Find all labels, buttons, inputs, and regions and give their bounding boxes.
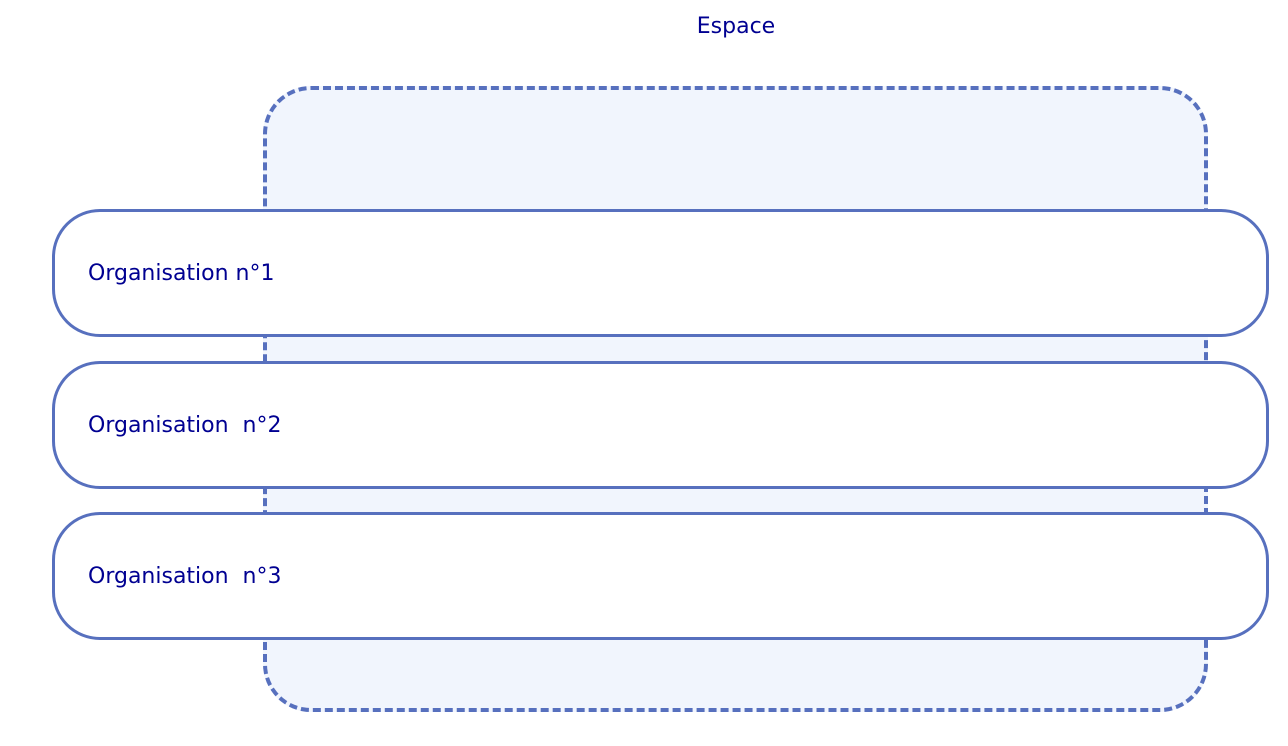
space-title: Espace [696, 14, 776, 39]
organization-card-1: Organisation n°1 [52, 209, 1269, 337]
organization-card-3: Organisation n°3 [52, 512, 1269, 640]
organization-label-3: Organisation n°3 [88, 563, 282, 589]
organization-label-1: Organisation n°1 [88, 260, 275, 286]
organization-label-2: Organisation n°2 [88, 412, 282, 438]
organization-card-2: Organisation n°2 [52, 361, 1269, 489]
